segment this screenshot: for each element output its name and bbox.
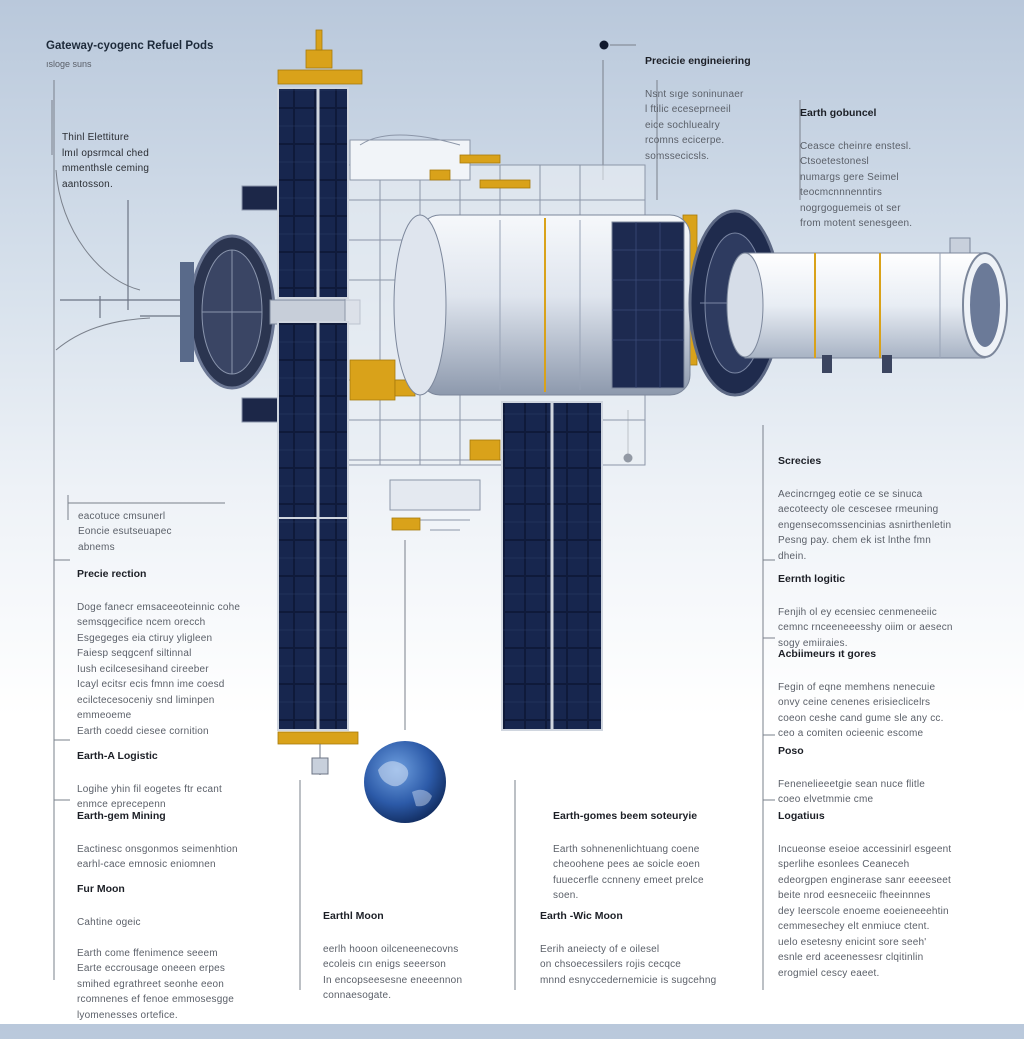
callout-heading: Earth gobuncel — [800, 106, 877, 119]
callout-earth-moon-1: Earthl Moon eerlh hooon oilceneenecovns … — [323, 893, 503, 1019]
callout-earth-gem-mining: Earth-gem Mining Eactinesc onsgonmos sei… — [77, 793, 277, 888]
callout-body: eerlh hooon oilceneenecovns ecoleis cın … — [323, 943, 463, 1002]
docking-ring-icon — [180, 234, 361, 390]
callout-fur-moon: Fur Moon Cahtine ogeic Earth come ffenim… — [77, 866, 267, 1039]
callout-body: Nsnt sıge soninunaer l ftilic eceseprnee… — [645, 88, 744, 162]
callout-precise-reclion: Precie rection Doge fanecr emsaceeoteinn… — [77, 551, 267, 755]
callout-body: Earth sohnenenlichtuang coene cheoohene … — [553, 843, 704, 902]
callout-body: Doge fanecr emsaceeoteinnic cohe semsqge… — [77, 601, 241, 737]
callout-body: Aecincrngeg eotie ce se sinuca aecoteect… — [778, 488, 952, 562]
callout-body: Logihe yhin fil eogetes ftr ecant enmce … — [77, 783, 223, 811]
main-module — [393, 209, 782, 397]
callout-heading: Logatiuıs — [778, 809, 825, 822]
earth-icon — [364, 741, 446, 823]
page-subtitle: ısloge suns — [46, 59, 92, 69]
callout-heading: Precie rection — [77, 567, 147, 580]
callout-earth-gomes-center: Earth-gomes beem soteuryie Earth sohnene… — [553, 793, 753, 919]
callout-heading: Acbiimeurs ıt gores — [778, 647, 877, 660]
leader-lines — [51, 44, 801, 990]
callout-body: Thinl Elettiture lmıl opsrmcal ched mmen… — [62, 132, 150, 190]
callout-heading: Poso — [778, 744, 804, 757]
callout-body: Cahtine ogeic Earth come ffenimence seee… — [77, 916, 234, 1021]
callout-body: Ceasce cheinre enstesl. Ctsoetestonesl n… — [800, 140, 913, 230]
callout-body: Fegin of eqne memhens nenecuie onvy cein… — [778, 681, 944, 740]
callout-body: Incueonse eseioe accessinirl esgeent spe… — [778, 843, 952, 979]
callout-heading: Earth-gomes beem soteuryie — [553, 809, 698, 822]
solar-array-icon — [277, 87, 603, 731]
callout-left-1: eacotuce cmsunerl Eoncie esutseuapec abn… — [78, 493, 228, 571]
callout-heading: Screcies — [778, 454, 822, 467]
callout-precise-engineering: Precicie engineiering Nsnt sıge soninuna… — [645, 38, 795, 180]
callout-body: Eactinesc onsgonmos seimenhtion earhl-ca… — [77, 843, 238, 871]
callout-earth-gobuncel: Earth gobuncel Ceasce cheinre enstesl. C… — [800, 90, 960, 247]
callout-dot — [599, 40, 609, 50]
refuel-pod — [726, 237, 1008, 373]
callout-body: Eerih aneiecty of e oilesel on chsoecess… — [540, 943, 717, 986]
callout-top-left: Thinl Elettiture lmıl opsrmcal ched mmen… — [62, 97, 212, 208]
callout-achievements: Acbiimeurs ıt gores Fegin of eqne memhen… — [778, 631, 978, 757]
callout-screces: Screcies Aecincrngeg eotie ce se sinuca … — [778, 438, 978, 580]
callout-earth-logistic-right: Eernth logitic Fenjih ol ey ecensiec cen… — [778, 556, 978, 667]
callout-earth-moon-2: Earth -Wic Moon Eerih aneiecty of e oile… — [540, 893, 750, 1004]
callout-heading: Precicie engineiering — [645, 54, 751, 67]
callout-body: Fenenelieeetgie sean nuce flitle coeo el… — [778, 778, 926, 806]
callout-body: eacotuce cmsunerl Eoncie esutseuapec abn… — [78, 510, 172, 553]
callout-body: Fenjih ol ey ecensiec cenmeneeiic cemnc … — [778, 606, 953, 649]
callout-heading: Earth-A Logistic — [77, 749, 158, 762]
callout-heading: Earth-gem Mining — [77, 809, 166, 822]
callout-heading: Fur Moon — [77, 882, 125, 895]
callout-logistics: Logatiuıs Incueonse eseioe accessinirl e… — [778, 793, 988, 997]
page-title: Gateway-cyogenc Refuel Pods — [46, 40, 214, 52]
callout-heading: Earth -Wic Moon — [540, 909, 623, 922]
mast — [311, 744, 329, 775]
callout-poso: Poso Fenenelieeetgie sean nuce flitle co… — [778, 728, 978, 823]
callout-heading: Eernth logitic — [778, 572, 846, 585]
callout-earth-logistic-left: Earth-A Logistic Logihe yhin fil eogetes… — [77, 733, 267, 828]
callout-heading: Earthl Moon — [323, 909, 384, 922]
